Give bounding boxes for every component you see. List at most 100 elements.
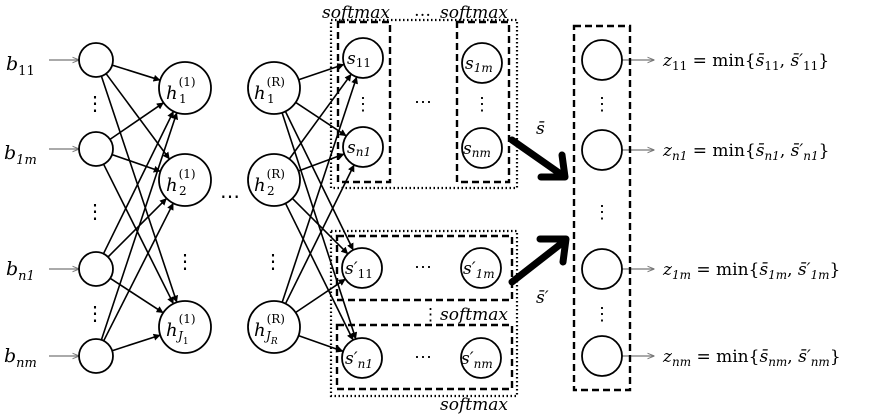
softmax-box-column-m bbox=[455, 20, 511, 184]
vertical-dots-output-2: ⋮ bbox=[593, 202, 611, 223]
edge-hidden-0-softmax-0 bbox=[298, 63, 345, 81]
softmax-label-s1m: s1m bbox=[465, 54, 493, 75]
thick-arrow-s-bar-head bbox=[537, 151, 569, 181]
softmax-node-s11 bbox=[342, 37, 384, 79]
softmax-node-spnm bbox=[460, 337, 502, 379]
hidden-label-hR-JR: h(R)JR bbox=[254, 312, 285, 347]
edge-hidden-1-softmax-0 bbox=[288, 73, 352, 160]
hidden-label-h1-1: h(1)1 bbox=[166, 75, 196, 106]
vertical-dots-softmax-col1: ⋮ bbox=[354, 94, 372, 115]
softmax-label-snm: snm bbox=[463, 139, 491, 160]
input-node-bn1 bbox=[78, 251, 114, 287]
edge-input-2-hidden-2 bbox=[109, 277, 164, 314]
softmax-label-sp11: s′11 bbox=[345, 259, 373, 281]
output-node-z11 bbox=[581, 39, 623, 81]
vertical-dots-input-mid: ⋮ bbox=[85, 199, 105, 223]
softmax-node-spn1 bbox=[341, 337, 383, 379]
thick-arrow-s-bar-shaft bbox=[508, 136, 566, 179]
edges-input-to-hidden1 bbox=[100, 64, 179, 352]
thick-arrow-s-bar-prime-shaft bbox=[508, 239, 566, 286]
edge-input-1-hidden-0 bbox=[109, 102, 165, 141]
edge-hidden-1-softmax-2 bbox=[291, 197, 349, 255]
input-output-arrows bbox=[49, 60, 654, 356]
input-label-bn1: bn1 bbox=[6, 258, 35, 284]
edge-hidden-0-softmax-1 bbox=[295, 101, 347, 137]
softmax-label-middle-dots: ⋮ bbox=[422, 305, 439, 325]
vertical-dots-output-1: ⋮ bbox=[593, 94, 611, 115]
edge-input-1-hidden-2 bbox=[102, 163, 175, 305]
softmax-label-middle: softmax bbox=[440, 305, 508, 325]
edge-hidden-1-softmax-1 bbox=[298, 153, 345, 172]
edge-input-1-hidden-1 bbox=[111, 153, 161, 173]
softmax-box-row-n bbox=[335, 323, 514, 391]
input-label-bnm: bnm bbox=[4, 345, 37, 371]
softmax-label-sn1: sn1 bbox=[347, 138, 371, 159]
edge-input-2-hidden-0 bbox=[102, 110, 175, 255]
horizontal-dots-softmax-rown: ⋯ bbox=[414, 347, 432, 368]
edge-input-2-hidden-1 bbox=[107, 197, 168, 258]
edge-input-3-hidden-1 bbox=[102, 202, 175, 342]
input-node-bnm bbox=[78, 338, 114, 374]
edge-input-0-hidden-0 bbox=[111, 64, 161, 82]
softmax-node-sp1m bbox=[460, 247, 502, 289]
output-equation-znm: znm = min{s̄nm, s̄′nm} bbox=[662, 347, 841, 369]
arrow-label-s-bar: s̄ bbox=[536, 119, 545, 139]
vertical-dots-input-bottom: ⋮ bbox=[85, 301, 105, 325]
edge-hidden-1-softmax-3 bbox=[284, 202, 354, 341]
softmax-group-top-outer bbox=[329, 18, 519, 190]
softmax-group-bottom-outer bbox=[329, 229, 519, 398]
edge-hidden-2-softmax-3 bbox=[298, 334, 344, 353]
hidden-node-h1-2 bbox=[158, 153, 212, 207]
edge-input-3-hidden-0 bbox=[100, 112, 179, 341]
input-label-b11: b11 bbox=[6, 53, 35, 79]
hidden-node-hR-1 bbox=[247, 61, 301, 115]
horizontal-dots-softmax-top: ⋯ bbox=[414, 92, 432, 113]
horizontal-dots-softmax-row1: ⋯ bbox=[414, 257, 432, 278]
hidden-label-h1-J1: h(1)J1 bbox=[166, 312, 196, 347]
edge-input-0-hidden-2 bbox=[100, 75, 179, 303]
hidden-label-hR-2: h(R)2 bbox=[254, 167, 285, 198]
softmax-label-top-left: softmax bbox=[322, 3, 390, 23]
edge-input-3-hidden-2 bbox=[111, 333, 161, 352]
softmax-label-top-dots: … bbox=[414, 1, 431, 21]
output-equation-zn1: zn1 = min{s̄n1, s̄′n1} bbox=[662, 141, 829, 163]
output-node-znm bbox=[581, 335, 623, 377]
softmax-label-bottom: softmax bbox=[440, 395, 508, 414]
vertical-dots-hiddenR: ⋮ bbox=[263, 249, 283, 273]
softmax-label-s11: s11 bbox=[347, 49, 371, 70]
softmax-node-sp11 bbox=[341, 247, 383, 289]
edges-hidden-to-softmax bbox=[281, 63, 358, 353]
input-node-b11 bbox=[78, 42, 114, 78]
horizontal-dots-hidden-layers: ⋯ bbox=[220, 184, 240, 208]
softmax-node-sn1 bbox=[342, 126, 384, 168]
hidden-label-hR-1: h(R)1 bbox=[254, 75, 285, 106]
output-equation-z11: z11 = min{s̄11, s̄′11} bbox=[662, 51, 829, 73]
softmax-label-spn1: s′n1 bbox=[345, 349, 373, 371]
input-node-b1m bbox=[78, 131, 114, 167]
edge-hidden-0-softmax-2 bbox=[284, 111, 354, 251]
softmax-label-sp1m: s′1m bbox=[463, 259, 495, 281]
softmax-box-row-1 bbox=[335, 234, 514, 302]
edge-hidden-2-softmax-0 bbox=[281, 76, 358, 303]
vertical-dots-softmax-colm: ⋮ bbox=[473, 94, 491, 115]
output-node-z1m bbox=[581, 248, 623, 290]
vertical-dots-hidden1: ⋮ bbox=[175, 249, 195, 273]
hidden-node-hR-2 bbox=[247, 153, 301, 207]
softmax-label-spnm: s′nm bbox=[461, 349, 493, 371]
thick-arrow-s-bar-prime-head bbox=[536, 235, 570, 266]
hidden-node-h1-1 bbox=[158, 61, 212, 115]
edge-input-0-hidden-1 bbox=[105, 73, 171, 160]
hidden-label-h1-2: h(1)2 bbox=[166, 167, 196, 198]
vertical-dots-input-top: ⋮ bbox=[85, 91, 105, 115]
softmax-box-column-1 bbox=[336, 20, 392, 184]
vertical-dots-output-3: ⋮ bbox=[593, 304, 611, 325]
arrow-label-s-bar-prime: s̄′ bbox=[536, 288, 549, 308]
hidden-node-h1-J1 bbox=[158, 300, 212, 354]
output-equation-z1m: z1m = min{s̄1m, s̄′1m} bbox=[662, 260, 840, 282]
input-label-b1m: b1m bbox=[4, 142, 37, 168]
softmax-node-s1m bbox=[461, 42, 503, 84]
softmax-node-snm bbox=[461, 127, 503, 169]
hidden-node-hR-JR bbox=[247, 300, 301, 354]
